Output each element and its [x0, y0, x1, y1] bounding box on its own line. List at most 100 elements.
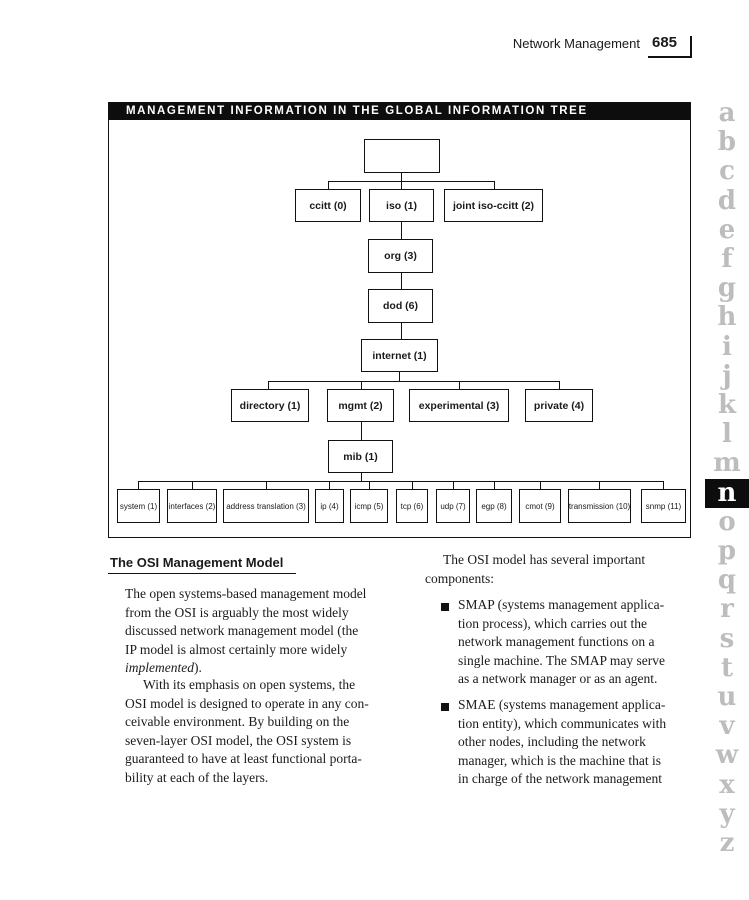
- tree-leaf-egp: egp (8): [476, 489, 512, 523]
- tree-connector: [369, 481, 370, 489]
- text-line: in charge of the network management: [458, 771, 663, 786]
- running-head-rule: [648, 56, 692, 58]
- tree-connector: [268, 381, 560, 382]
- text-line: OSI model is designed to operate in any …: [125, 695, 369, 711]
- tree-leaf-address-translation: address translation (3): [223, 489, 309, 523]
- tree-node-mgmt: mgmt (2): [327, 389, 394, 422]
- thumb-tab-a[interactable]: a: [718, 98, 736, 128]
- thumb-tab-q[interactable]: q: [717, 565, 737, 596]
- tree-leaf-interfaces: interfaces (2): [167, 489, 217, 523]
- tree-connector: [401, 273, 402, 289]
- tree-node-joint-iso-ccitt: joint iso-ccitt (2): [444, 189, 543, 222]
- page-number: 685: [652, 34, 678, 51]
- tree-connector: [329, 481, 330, 489]
- tree-connector: [401, 222, 402, 239]
- thumb-tab-r[interactable]: r: [720, 594, 734, 625]
- thumb-tab-e[interactable]: e: [718, 214, 736, 245]
- tree-node-org: org (3): [368, 239, 433, 273]
- text-line: discussed network management model (the: [125, 623, 359, 638]
- tree-connector: [540, 481, 541, 489]
- text-line: IP model is almost certainly more widely: [125, 641, 348, 657]
- tree-node-iso: iso (1): [369, 189, 434, 222]
- thumb-tab-b[interactable]: b: [717, 127, 737, 158]
- tree-node-private: private (4): [525, 389, 593, 422]
- tree-node-internet: internet (1): [361, 339, 438, 372]
- thumb-tab-h[interactable]: h: [717, 302, 737, 333]
- thumb-tab-d[interactable]: d: [717, 185, 737, 216]
- tree-node-ccitt: ccitt (0): [295, 189, 361, 222]
- running-head-title: Network Management: [512, 36, 640, 51]
- text-line: single machine. The SMAP may serve: [458, 652, 665, 668]
- tree-leaf-udp: udp (7): [436, 489, 470, 523]
- tree-connector: [361, 381, 362, 389]
- tree-connector: [401, 323, 402, 339]
- tree-connector: [361, 473, 362, 481]
- bullet-item-smap: SMAP (systems management applica- tion p…: [458, 596, 693, 689]
- tree-node-root: [364, 139, 440, 173]
- thumb-tab-s[interactable]: s: [719, 623, 735, 654]
- figure-frame: [108, 102, 691, 538]
- thumb-tab-k[interactable]: k: [717, 390, 736, 420]
- tree-node-mib: mib (1): [328, 440, 393, 473]
- thumb-tab-i[interactable]: i: [722, 331, 732, 362]
- section-heading: The OSI Management Model: [110, 555, 284, 570]
- tree-connector: [399, 372, 400, 381]
- thumb-tab-j[interactable]: j: [722, 360, 732, 391]
- tree-node-directory: directory (1): [231, 389, 309, 422]
- text-line: tion process), which carries out the: [458, 615, 647, 631]
- thumb-tab-l[interactable]: l: [722, 419, 732, 450]
- tree-leaf-ip: ip (4): [315, 489, 344, 523]
- tree-connector: [412, 481, 413, 489]
- tree-node-dod: dod (6): [368, 289, 433, 323]
- text-line: The open systems-based management model: [125, 586, 367, 601]
- thumb-tab-m[interactable]: m: [713, 448, 741, 479]
- tree-connector: [494, 481, 495, 489]
- thumb-tab-z[interactable]: z: [719, 828, 735, 858]
- thumb-tab-x[interactable]: x: [719, 769, 735, 800]
- section-heading-rule: [108, 573, 296, 574]
- text-line: tion entity), which communicates with: [458, 715, 667, 731]
- thumb-tab-y[interactable]: y: [719, 798, 735, 829]
- tree-connector: [192, 481, 193, 489]
- text-line: components:: [425, 570, 494, 586]
- tree-connector: [494, 181, 495, 189]
- text-line: from the OSI is arguably the most widely: [125, 604, 349, 620]
- thumb-tab-p[interactable]: p: [717, 536, 737, 566]
- thumb-tab-v[interactable]: v: [719, 711, 735, 742]
- thumb-tab-g[interactable]: g: [717, 273, 737, 304]
- thumb-tab-w[interactable]: w: [715, 740, 739, 771]
- thumb-tab-n[interactable]: n: [705, 478, 749, 508]
- tree-connector: [459, 381, 460, 389]
- text-line: implemented).: [125, 659, 395, 678]
- paragraph-open-systems: The open systems-based management model …: [125, 585, 395, 678]
- tree-connector: [401, 173, 402, 181]
- text-line: ceivable environment. By building on the: [125, 714, 350, 729]
- thumb-tab-t[interactable]: t: [720, 652, 733, 683]
- thumb-tab-u[interactable]: u: [717, 682, 737, 712]
- running-head-rule-vertical: [690, 36, 692, 58]
- figure-title: MANAGEMENT INFORMATION IN THE GLOBAL INF…: [109, 103, 690, 120]
- tree-connector: [328, 181, 329, 189]
- tree-node-experimental: experimental (3): [409, 389, 509, 422]
- tree-leaf-snmp: snmp (11): [641, 489, 686, 523]
- text-line: as a network manager or as an agent.: [458, 671, 658, 686]
- text-line: manager, which is the machine that is: [458, 752, 662, 768]
- tree-leaf-icmp: icmp (5): [350, 489, 388, 523]
- paragraph-components-intro: The OSI model has several important comp…: [425, 551, 690, 588]
- tree-connector: [401, 181, 402, 189]
- tree-connector: [663, 481, 664, 489]
- text-line: SMAP (systems management applica-: [458, 597, 665, 612]
- bullet-square-icon: [441, 703, 449, 711]
- thumb-tab-c[interactable]: c: [719, 156, 735, 187]
- tree-connector: [328, 181, 494, 182]
- text-line: guaranteed to have at least functional p…: [125, 751, 362, 766]
- text-line: network management functions on a: [458, 634, 655, 649]
- thumb-tab-f[interactable]: f: [721, 244, 733, 274]
- text-line: bility at each of the layers.: [125, 769, 269, 785]
- tree-connector: [138, 481, 139, 489]
- tree-leaf-system: system (1): [117, 489, 160, 523]
- bullet-square-icon: [441, 603, 449, 611]
- thumb-tab-o[interactable]: o: [718, 506, 736, 537]
- text-line: The OSI model has several important: [443, 552, 646, 567]
- emphasis-implemented: implemented: [125, 660, 194, 675]
